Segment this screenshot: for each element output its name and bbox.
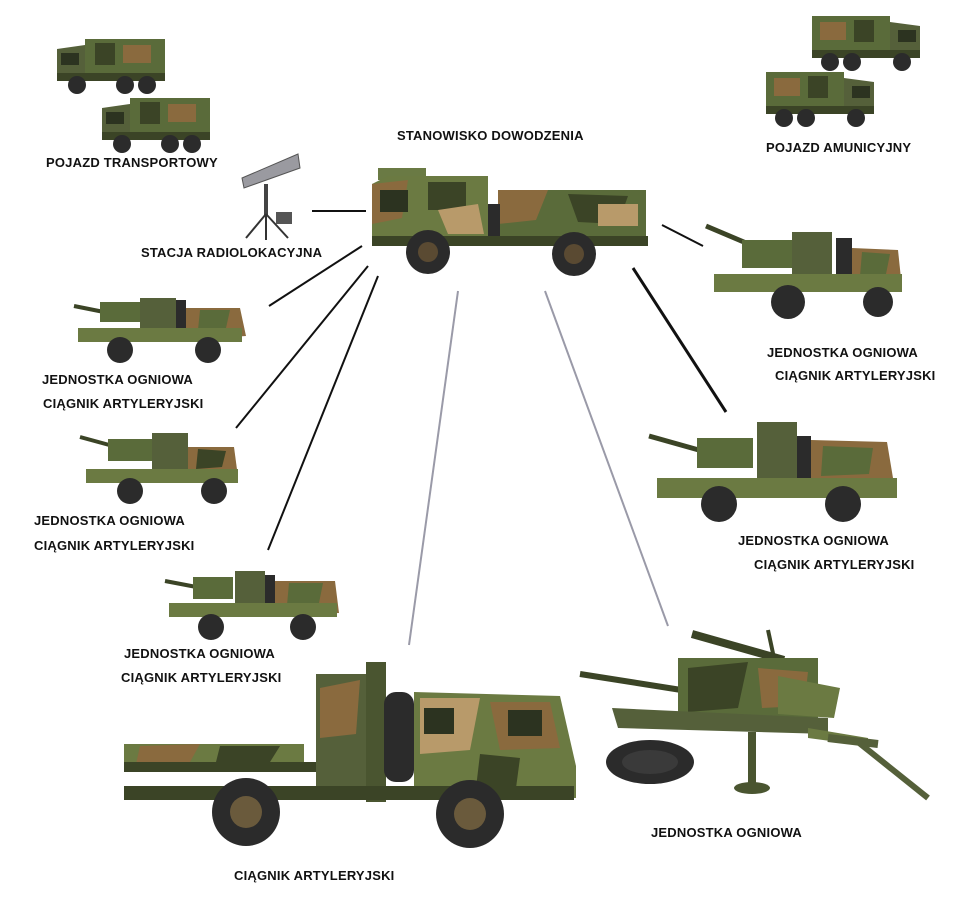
- transport-vehicle-2: [102, 98, 210, 153]
- ammo-vehicle-1: [812, 16, 920, 71]
- link-left-unit-2: [235, 265, 369, 429]
- label-fire-unit-right-2-a: JEDNOSTKA OGNIOWA: [738, 533, 889, 548]
- link-tractor: [408, 290, 459, 646]
- label-fire-unit-left-2-a: JEDNOSTKA OGNIOWA: [34, 513, 185, 528]
- link-left-unit-1: [268, 245, 363, 307]
- link-right-unit-2: [631, 267, 728, 413]
- transport-vehicle-1: [57, 39, 165, 94]
- artillery-tractor: [124, 662, 576, 848]
- label-fire-unit-left-3-b: CIĄGNIK ARTYLERYJSKI: [121, 670, 282, 685]
- fire-unit-right-2: [648, 422, 897, 522]
- fire-unit-right-1: [705, 223, 902, 319]
- label-tractor: CIĄGNIK ARTYLERYJSKI: [234, 868, 395, 883]
- link-left-unit-3: [267, 275, 379, 551]
- label-fire-unit-right-1-b: CIĄGNIK ARTYLERYJSKI: [775, 368, 936, 383]
- link-gun: [544, 290, 669, 627]
- label-fire-unit-left-1-a: JEDNOSTKA OGNIOWA: [42, 372, 193, 387]
- fire-unit-left-2: [79, 433, 238, 504]
- towed-gun: [579, 629, 930, 801]
- label-fire-unit-left-1-b: CIĄGNIK ARTYLERYJSKI: [43, 396, 204, 411]
- ammo-vehicle-2: [766, 72, 874, 127]
- label-transport: POJAZD TRANSPORTOWY: [46, 155, 218, 170]
- label-ammo: POJAZD AMUNICYJNY: [766, 140, 912, 155]
- label-fire-unit-left-3-a: JEDNOSTKA OGNIOWA: [124, 646, 275, 661]
- fire-unit-left-1: [73, 298, 246, 363]
- fire-unit-left-3: [164, 571, 339, 640]
- label-fire-unit-left-2-b: CIĄGNIK ARTYLERYJSKI: [34, 538, 195, 553]
- command-vehicle: [372, 168, 648, 276]
- radar-station: [241, 153, 301, 240]
- link-ammo-unit: [661, 224, 704, 247]
- label-fire-unit-right-2-b: CIĄGNIK ARTYLERYJSKI: [754, 557, 915, 572]
- label-gun: JEDNOSTKA OGNIOWA: [651, 825, 802, 840]
- label-fire-unit-right-1-a: JEDNOSTKA OGNIOWA: [767, 345, 918, 360]
- label-radar: STACJA RADIOLOKACYJNA: [141, 245, 323, 260]
- label-command: STANOWISKO DOWODZENIA: [397, 128, 584, 143]
